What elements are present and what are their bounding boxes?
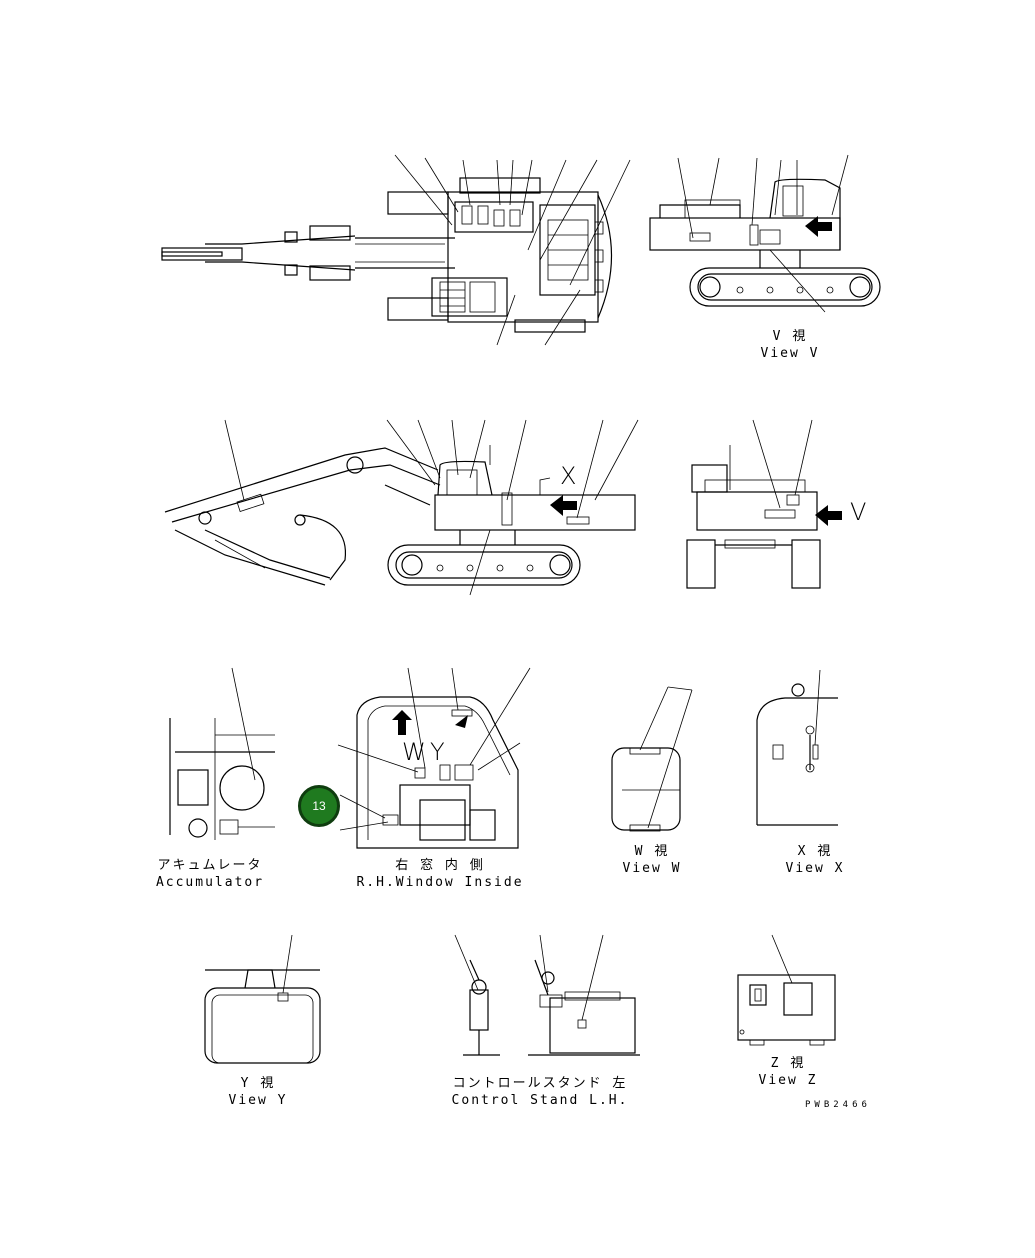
caption-control-stand: コントロールスタンド 左 Control Stand L.H. (450, 1075, 630, 1109)
caption-view-w-en: View W (622, 861, 682, 876)
caption-view-z-en: View Z (758, 1073, 818, 1088)
caption-accumulator-en: Accumulator (155, 875, 265, 890)
view-v-drawing (649, 154, 881, 313)
view-w-drawing (611, 686, 693, 832)
drawing-code: PWB2466 (805, 1100, 871, 1110)
arrow-icon (455, 715, 468, 728)
caption-view-z: Z 視 View Z (748, 1055, 828, 1089)
caption-view-y: Y 視 View Y (218, 1075, 298, 1109)
reference-letter-v: V (850, 498, 867, 526)
caption-view-v: V 視 View V (750, 328, 830, 362)
caption-rh-window-en: R.H.Window Inside (356, 875, 524, 890)
view-x-drawing (756, 669, 838, 826)
caption-view-y-en: View Y (228, 1093, 288, 1108)
view-z-drawing (737, 934, 836, 1046)
callout-circle[interactable]: 13 (298, 785, 340, 827)
arrow-icon (550, 495, 577, 516)
caption-control-stand-jp: コントロールスタンド 左 (452, 1076, 628, 1091)
caption-view-y-jp: Y 視 (240, 1076, 276, 1091)
side-view-drawing (164, 419, 639, 596)
caption-control-stand-en: Control Stand L.H. (451, 1093, 629, 1108)
reference-letter-w: W (402, 738, 426, 766)
caption-view-x-jp: X 視 (797, 844, 833, 859)
top-plan-view (161, 154, 631, 346)
caption-rh-window-jp: 右 窓 内 側 (395, 858, 485, 873)
accumulator-drawing (169, 667, 275, 840)
arrow-icon (392, 710, 412, 735)
reference-letter-x: X (560, 462, 577, 490)
rear-view-drawing (686, 419, 842, 589)
caption-view-v-jp: V 視 (772, 329, 808, 344)
caption-accumulator: アキュムレータ Accumulator (150, 857, 270, 891)
caption-view-x: X 視 View X (775, 843, 855, 877)
caption-view-z-jp: Z 視 (770, 1056, 806, 1071)
caption-rh-window-inside: 右 窓 内 側 R.H.Window Inside (355, 857, 525, 891)
reference-letter-y: Y (430, 738, 445, 766)
caption-view-x-en: View X (785, 861, 845, 876)
view-y-drawing (204, 934, 321, 1064)
arrow-icon (805, 216, 832, 237)
caption-accumulator-jp: アキュムレータ (157, 858, 263, 873)
rh-window-inside-drawing (337, 667, 531, 849)
control-stand-drawing (454, 934, 640, 1056)
caption-view-w: W 視 View W (612, 843, 692, 877)
arrow-icon (815, 505, 842, 526)
caption-view-w-jp: W 視 (634, 844, 670, 859)
caption-view-v-en: View V (760, 346, 820, 361)
